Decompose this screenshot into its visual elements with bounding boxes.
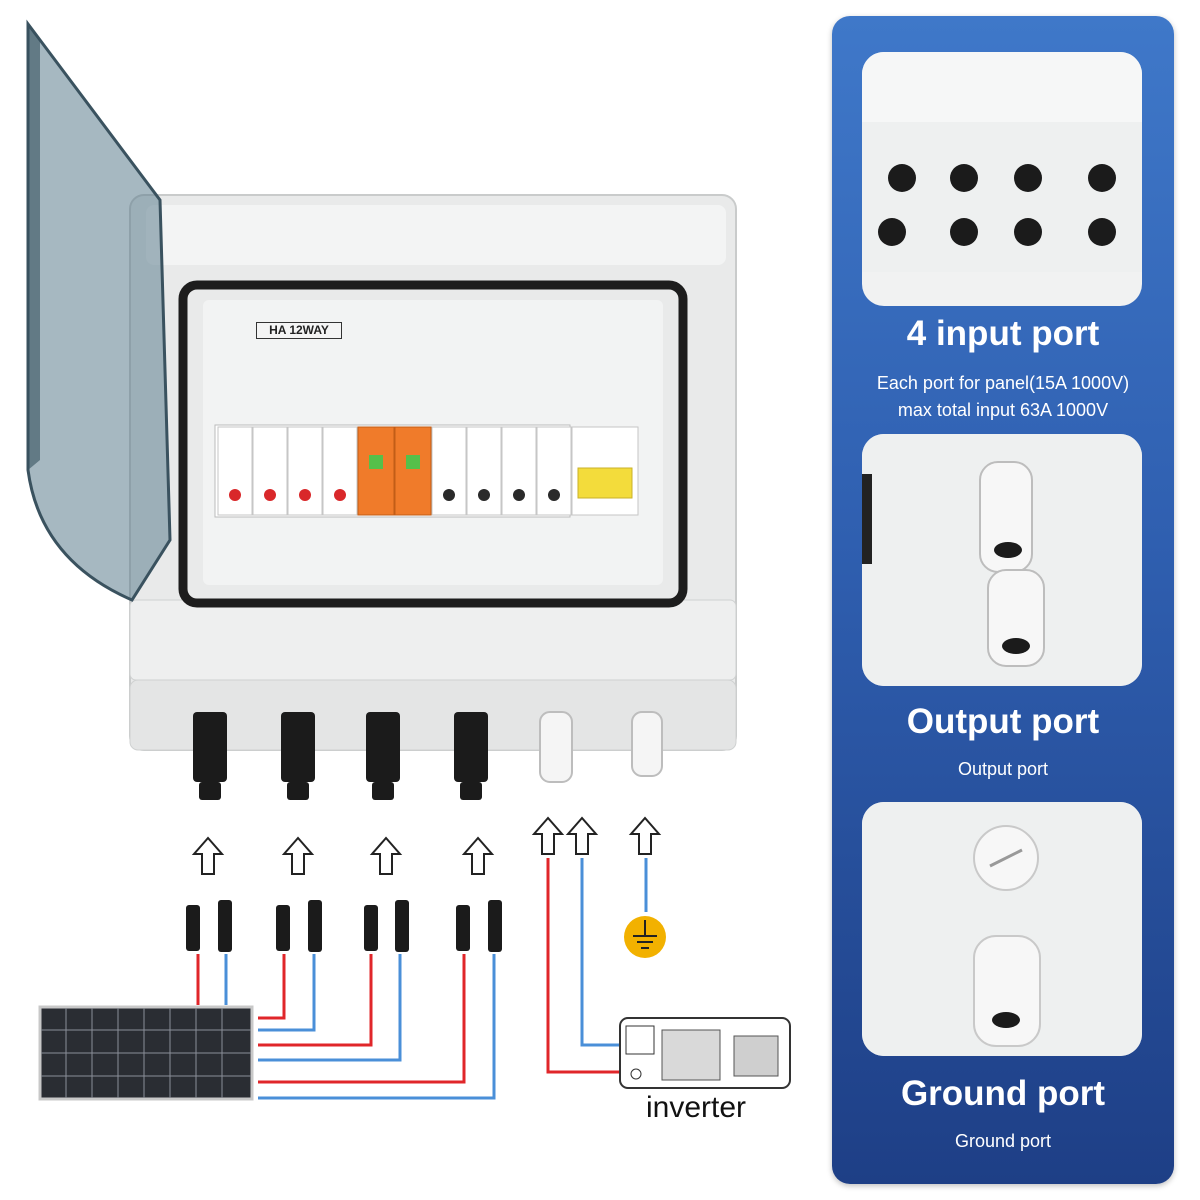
- input-port-desc-line2: max total input 63A 1000V: [897, 400, 1109, 420]
- ground-port-photo: [862, 802, 1142, 1056]
- device-label-plate: HA 12WAY: [256, 322, 342, 339]
- mc4-connector-icon: [193, 712, 488, 800]
- ground-icon: [624, 916, 666, 958]
- input-port-photo: [862, 52, 1142, 306]
- output-port-desc: Output port: [957, 759, 1049, 779]
- ground-port-desc: Ground port: [954, 1131, 1052, 1151]
- ground-port-title: Ground port: [900, 1074, 1106, 1113]
- inverter-label: inverter: [646, 1091, 747, 1124]
- positive-wires: [196, 858, 620, 1084]
- mc4-connector-icon: [186, 900, 502, 952]
- up-arrow-icon: [191, 816, 662, 875]
- cable-gland-icon: [539, 711, 663, 783]
- solar-panel-icon: [38, 1005, 254, 1101]
- negative-wires: [224, 858, 648, 1100]
- input-port-desc-line1: Each port for panel(15A 1000V): [876, 373, 1130, 393]
- inverter-icon: [619, 1017, 791, 1089]
- input-port-title: 4 input port: [906, 314, 1100, 353]
- feature-panel: 4 input port Each port for panel(15A 100…: [832, 16, 1174, 1184]
- output-port-title: Output port: [906, 702, 1100, 741]
- output-port-photo: [862, 434, 1142, 686]
- combiner-box: [26, 19, 737, 800]
- breaker-row: [214, 424, 639, 518]
